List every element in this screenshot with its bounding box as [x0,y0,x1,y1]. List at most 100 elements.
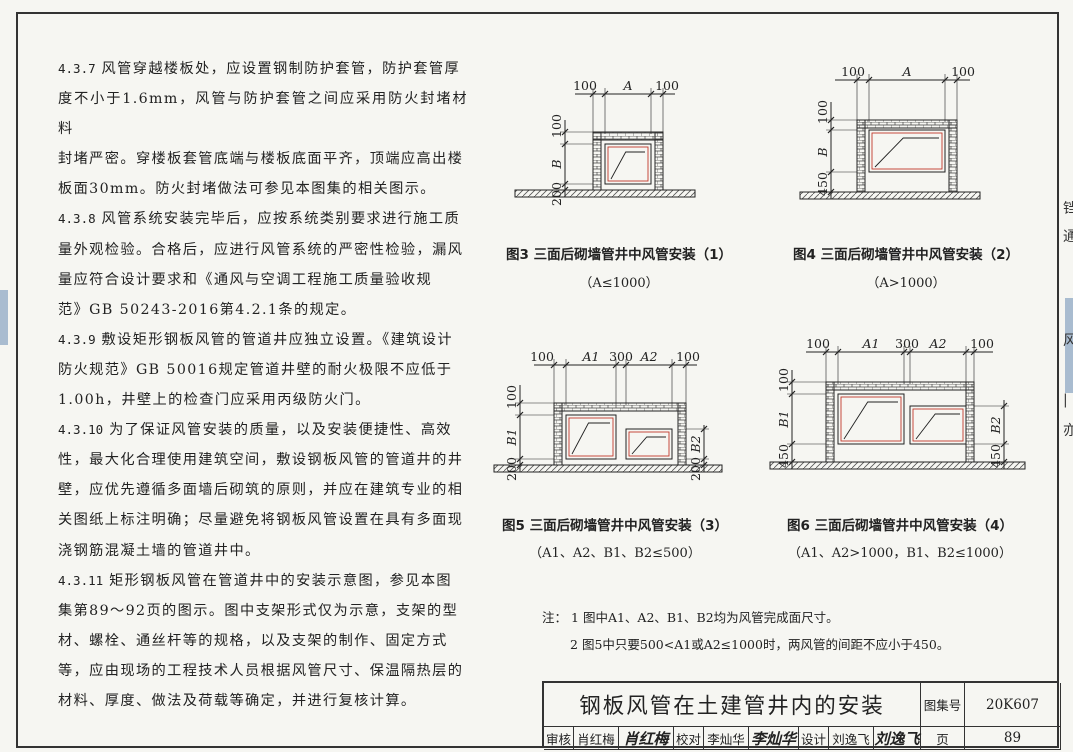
dimension-label: 100 [776,368,791,392]
masonry-wall-left [825,381,835,463]
clause-line: 浇钢筋混凝土墙的管道井中。 [58,542,261,559]
duct-insulation-2 [912,408,964,442]
clause-line: 量应符合设计要求和《通风与空调工程施工质量验收规 [58,271,433,288]
clause-line: 范》GB 50243-2016第4.2.1条的规定。 [58,301,357,318]
duct-outline-1 [604,143,652,185]
dimension-label: 100 [676,349,700,364]
check-signature: 李灿华 [749,727,799,750]
dimension-label: A1 [862,336,880,351]
drawing-frame [16,12,1059,748]
figure-4-caption: 图4 三面后砌墙管井中风管安装（2） [793,247,1019,263]
clause-4-3-9: 4.3.9 敷设矩形钢板风管的管道井应独立设置。《建筑设计防火规范》GB 500… [58,325,468,415]
figure-5-condition: （A1、A2、B1、B2≤500） [529,546,701,561]
clause-number: 4.3.11 [58,572,104,588]
clause-line: 性，最大化合理使用建筑空间，敷设钢板风管的管道井的井 [58,452,464,469]
duct-support-2 [915,413,960,440]
duct-support-1 [874,137,939,168]
masonry-wall-right [677,402,687,466]
clause-line: 度不小于1.6mm，风管与防护套管之间应采用防火封堵材料 [58,91,468,138]
dimension-label: 200 [504,457,519,481]
drawing-title: 钢板风管在土建管井内的安装 [544,683,921,727]
duct-insulation-1 [840,396,902,442]
clause-line: 防火规范》GB 50016规定管道井壁的耐火极限不应低于 [58,361,453,378]
clause-line: 为了保证风管安装的质量，以及安装便捷性、高效 [103,422,452,439]
clause-number: 4.3.8 [58,211,96,227]
duct-insulation-1 [607,146,649,182]
dimension-label: 100 [655,78,679,93]
design-label: 设计 [799,727,829,750]
spec-text: 4.3.7 风管穿越楼板处，应设置钢制防护套管，防护套管厚度不小于1.6mm，风… [58,54,468,716]
clause-4-3-8: 4.3.8 风管系统安装完毕后，应按系统类别要求进行施工质量外观检验。合格后，应… [58,204,468,324]
dimension-label: B [815,147,830,157]
masonry-wall-top [592,131,664,141]
review-label: 审核 [544,727,574,750]
masonry-wall-left [856,119,866,193]
dimension-label: B2 [988,416,1003,434]
dimension-label: 450 [815,172,830,196]
duct-outline-2 [909,405,967,445]
edge-glyph: 铛 [1063,201,1073,217]
dimension-label: A2 [640,349,658,364]
dimension-label: B1 [776,410,791,428]
floor-slab [769,461,1026,470]
duct-insulation-1 [568,417,614,457]
page-number: 89 [965,727,1061,750]
clause-line: 壁，应优先遵循多面墙后砌筑的原则，并应在建筑专业的相 [58,482,464,499]
clause-line: 风管系统安装完毕后，应按系统类别要求进行施工质 [95,211,461,228]
edge-glyph: | [1063,392,1068,408]
dimension-label: A [622,78,632,93]
clause-line: 量外观检验。合格后，应进行风管系统的严密性检验，漏风 [58,241,464,258]
clause-line: 集第89～92页的图示。图中支架形式仅为示意，支架的型 [58,602,459,619]
notes-label: 注： [542,610,568,625]
figure-5-caption: 图5 三面后砌墙管井中风管安装（3） [502,518,728,534]
dimension-label: B1 [504,428,519,446]
dimension-label: A1 [582,349,600,364]
figure-3-caption: 图3 三面后砌墙管井中风管安装（1） [506,247,732,263]
clause-line: 材料、厚度、做法及荷载等确定，并进行复核计算。 [58,692,417,709]
clause-number: 4.3.7 [58,61,96,76]
edge-glyph: 风 [1063,333,1073,349]
clause-number: 4.3.9 [58,331,96,347]
clause-line: 1.00h，井壁上的检查门应采用丙级防火门。 [58,392,371,409]
masonry-wall-right [948,119,958,193]
check-name: 李灿华 [704,727,749,750]
design-signature: 刘逸飞 [874,727,921,750]
figure-4-condition: （A>1000） [866,276,946,291]
dimension-label: A [901,64,911,79]
atlas-label: 图集号 [921,683,965,727]
edge-glyph: 通 [1063,229,1073,245]
clause-number: 4.3.10 [58,422,104,438]
floor-slab [514,189,696,198]
note-2: 2 图5中只要500<A1或A2≤1000时，两风管的间距不应小于450。 [570,637,950,652]
floor-slab [493,464,723,473]
masonry-wall-right [654,131,664,191]
duct-insulation-1 [871,132,943,170]
dimension-label: 200 [549,182,564,206]
title-block: 钢板风管在土建管井内的安装 图集号 20K607 审核 肖红梅 肖红梅 校对 李… [542,681,1061,750]
duct-support-1 [843,401,898,440]
masonry-wall-top [825,381,975,391]
page-label: 页 [921,727,965,750]
duct-insulation-2 [628,431,670,457]
review-name: 肖红梅 [574,727,619,750]
masonry-wall-left [592,131,602,191]
masonry-wall-top [856,119,958,129]
figure-6-condition: （A1、A2>1000，B1、B2≤1000） [788,546,1012,561]
edge-glyph: 亦 [1063,423,1073,439]
dimension-label: 450 [776,444,791,468]
clause-4-3-10: 4.3.10 为了保证风管安装的质量，以及安装便捷性、高效性，最大化合理使用建筑… [58,415,468,565]
dimension-label: 100 [970,336,994,351]
note-1: 注： 1 图中A1、A2、B1、B2均为风管完成面尺寸。 [542,610,839,625]
clause-line: 风管穿越楼板处，应设置钢制防护套管，防护套管厚 [95,61,461,77]
clause-line: 材、螺栓、通丝杆等的规格，以及支架的制作、固定方式 [58,632,448,649]
clause-4-3-7: 4.3.7 风管穿越楼板处，应设置钢制防护套管，防护套管厚度不小于1.6mm，风… [58,54,468,204]
